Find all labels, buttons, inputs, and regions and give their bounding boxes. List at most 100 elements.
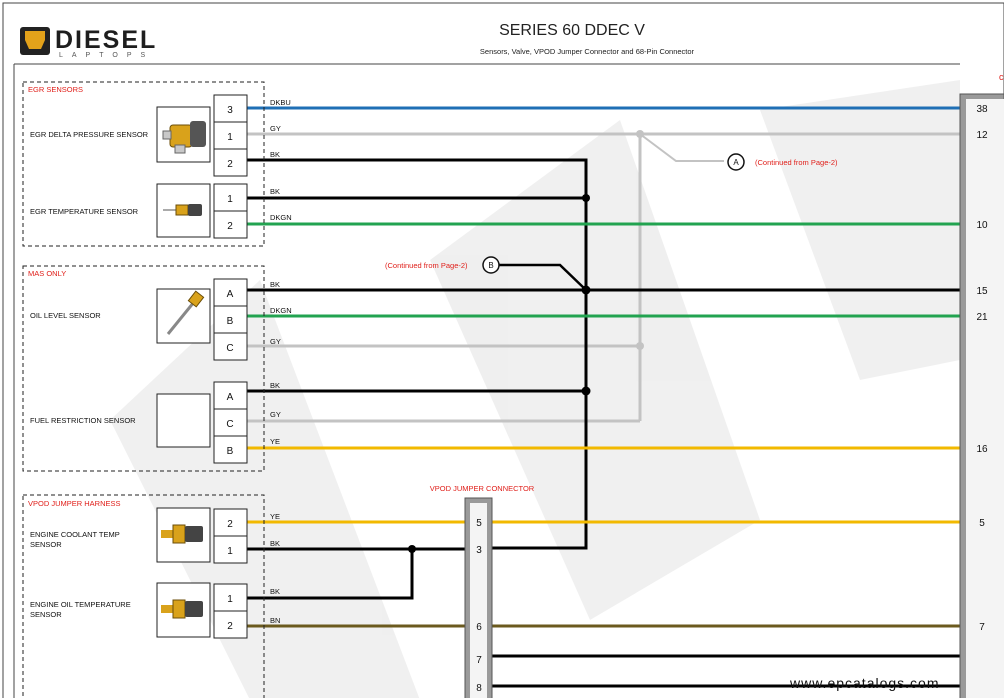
pin-label: 2 [227, 519, 233, 530]
splice-dot [636, 130, 644, 138]
vpod-connector-face [470, 503, 487, 698]
vpod-pin-label: 6 [476, 622, 482, 633]
group-box-egr [22, 81, 265, 247]
wire-label: BN [270, 616, 280, 625]
wire-ref-a [639, 133, 724, 162]
sensor-name-oil-temp-2: SENSOR [30, 610, 62, 619]
vpod-connector-title: VPOD JUMPER CONNECTOR [430, 484, 535, 493]
wire-label: YE [270, 512, 280, 521]
sensor-name-egr-temp: EGR TEMPERATURE SENSOR [30, 207, 139, 216]
ecu-pin-label: 16 [976, 444, 988, 455]
splice-dot [408, 545, 416, 553]
pin-boxes [213, 94, 248, 639]
logo-text: DIESEL [55, 26, 157, 54]
wire-ref-b [498, 263, 587, 291]
sensor-name-egr-delta: EGR DELTA PRESSURE SENSOR [30, 130, 149, 139]
wire-label: GY [270, 124, 281, 133]
pin-label: 2 [227, 621, 233, 632]
ecu-68-pin-connector: c 38 12 10 15 21 16 5 7 [959, 72, 1004, 698]
pin-label: 2 [227, 221, 233, 232]
wire-label: BK [270, 539, 280, 548]
sensor-name-oil-temp: ENGINE OIL TEMPERATURE [30, 600, 131, 609]
group-box-vpod [22, 494, 265, 698]
group-label-mas: MAS ONLY [28, 269, 66, 278]
pin-label: 1 [227, 132, 233, 143]
pin-label: C [226, 419, 233, 430]
splice-dot [582, 194, 590, 202]
wire-labels: DKBU GY BK BK DKGN BK DKGN GY BK GY YE Y… [270, 98, 292, 625]
wire-bk-main [247, 158, 588, 550]
vpod-jumper-connector: VPOD JUMPER CONNECTOR 5 3 6 7 8 [430, 484, 535, 698]
pin-label: B [227, 316, 234, 327]
egr-temp-sensor-icon [163, 204, 202, 216]
pin-label: 1 [227, 194, 233, 205]
ecu-pin-label: 7 [979, 622, 985, 633]
wire-label: BK [270, 150, 280, 159]
pin-label: A [227, 289, 234, 300]
vpod-pin-label: 7 [476, 655, 482, 666]
ref-b-label: B [488, 261, 493, 270]
splice-dot [581, 285, 591, 295]
splice-dot [581, 386, 591, 396]
wire-label: GY [270, 337, 281, 346]
wire-label: DKBU [270, 98, 291, 107]
diesel-laptops-logo: DIESEL LAPTOPS [20, 26, 157, 59]
egr-delta-sensor-icon [162, 121, 206, 154]
reference-a: A (Continued from Page-2) [727, 153, 838, 171]
ref-a-label: A [733, 158, 739, 167]
page-title: SERIES 60 DDEC V [499, 22, 645, 39]
pin-label: 2 [227, 159, 233, 170]
ref-a-text: (Continued from Page-2) [755, 158, 838, 167]
page-subtitle: Sensors, Valve, VPOD Jumper Connector an… [480, 47, 695, 56]
ref-a-circle [727, 153, 745, 171]
vpod-pin-label: 8 [476, 683, 482, 694]
pin-label: C [226, 343, 233, 354]
ref-b-circle [482, 256, 500, 274]
sensor-name-oil-level: OIL LEVEL SENSOR [30, 311, 101, 320]
sensor-name-coolant-temp: ENGINE COOLANT TEMP [30, 530, 120, 539]
ecu-pin-label: 15 [976, 286, 988, 297]
sensor-illustrations [161, 121, 206, 619]
ecu-pin-label: 12 [976, 130, 988, 141]
wire-label: YE [270, 437, 280, 446]
ecu-connector-mark: c [999, 72, 1004, 82]
vpod-pin-label: 3 [476, 545, 482, 556]
pin-label: 1 [227, 594, 233, 605]
pin-label: A [227, 392, 234, 403]
splice-dot [636, 342, 644, 350]
wire-label: DKGN [270, 213, 292, 222]
wire-label: GY [270, 410, 281, 419]
wire-label: BK [270, 381, 280, 390]
splice-points [408, 130, 644, 553]
wire-label: BK [270, 280, 280, 289]
oil-level-sensor-icon [166, 290, 205, 335]
wire-bk-oiltemp [247, 549, 414, 600]
pin-label: B [227, 446, 234, 457]
wire-label: BK [270, 187, 280, 196]
ecu-pin-label: 38 [976, 104, 988, 115]
watermark-url: www.epcatalogs.com [789, 675, 940, 691]
pin-labels: 3 1 2 1 2 A B C A C B 2 1 1 2 [226, 105, 233, 632]
group-label-vpod: VPOD JUMPER HARNESS [28, 499, 121, 508]
reference-b: B (Continued from Page-2) [385, 256, 500, 274]
vpod-pin-label: 5 [476, 518, 482, 529]
coolant-temp-sensor-icon [161, 524, 203, 544]
ecu-pin-label: 5 [979, 518, 985, 529]
group-boxes [22, 81, 265, 698]
group-box-mas [22, 265, 265, 472]
wires [247, 106, 960, 688]
ecu-connector-face [966, 99, 1004, 698]
wire-label: BK [270, 587, 280, 596]
group-label-egr: EGR SENSORS [28, 85, 83, 94]
ref-b-text: (Continued from Page-2) [385, 261, 468, 270]
pin-label: 3 [227, 105, 233, 116]
background-watermark [110, 80, 960, 698]
sensor-name-coolant-temp-2: SENSOR [30, 540, 62, 549]
ecu-pin-label: 21 [976, 312, 988, 323]
wire-label: DKGN [270, 306, 292, 315]
sensor-names: EGR DELTA PRESSURE SENSOR EGR TEMPERATUR… [30, 130, 149, 619]
sensor-name-fuel-restriction: FUEL RESTRICTION SENSOR [30, 416, 136, 425]
logo-subtext: LAPTOPS [59, 52, 154, 59]
fuel-restriction-sensor-image [156, 393, 211, 448]
